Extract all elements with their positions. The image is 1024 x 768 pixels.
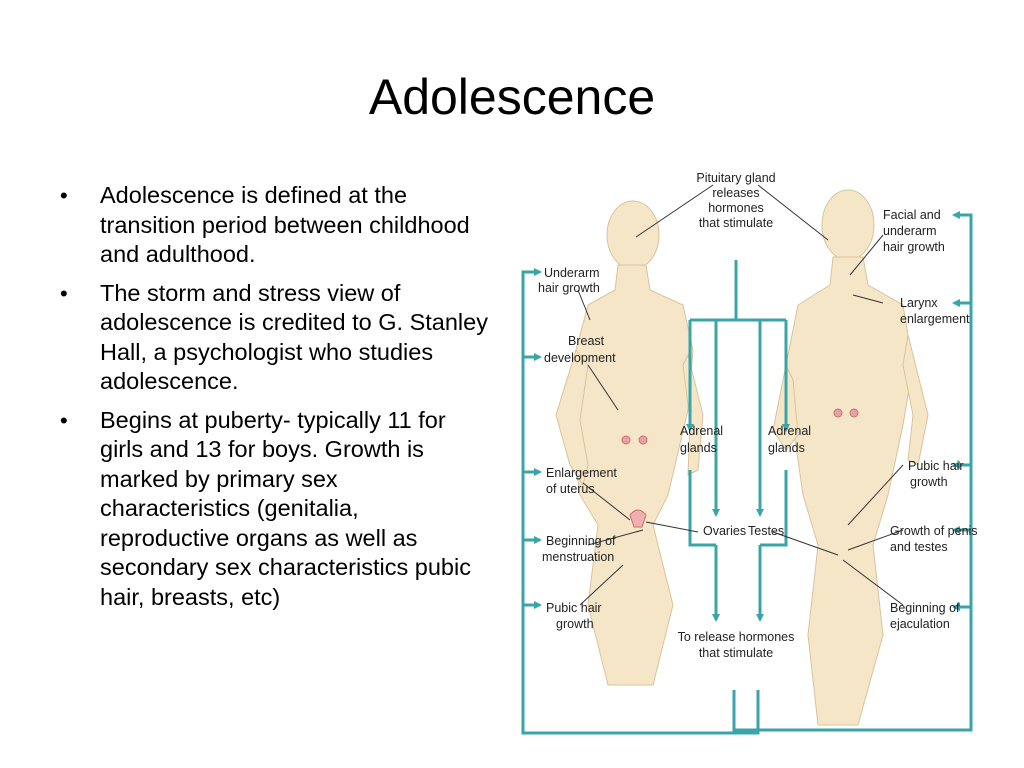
bullet-text: Begins at puberty- typically 11 for girl… <box>100 406 471 610</box>
label-testes: Testes <box>748 524 784 538</box>
bullet-item: • Begins at puberty- typically 11 for gir… <box>58 406 488 613</box>
label-underarm-hair: Underarm <box>544 266 600 280</box>
bullet-icon: • <box>60 280 68 306</box>
leader-lines <box>577 184 904 606</box>
male-figure <box>772 189 929 726</box>
bullet-text: Adolescence is defined at the transition… <box>100 182 470 267</box>
label-pubic-hair-female: Pubic hair <box>546 601 602 615</box>
svg-text:growth: growth <box>556 617 594 631</box>
label-adrenal-left: Adrenal <box>680 424 723 438</box>
label-facial-hair: Facial and <box>883 208 941 222</box>
label-ovaries: Ovaries <box>703 524 746 538</box>
female-figure <box>555 200 704 686</box>
label-pituitary: Pituitary gland <box>696 171 775 185</box>
label-uterus: Enlargement <box>546 466 617 480</box>
label-menstruation: Beginning of <box>546 534 616 548</box>
label-release: To release hormones <box>678 630 795 644</box>
svg-text:glands: glands <box>680 441 717 455</box>
bullet-item: • The storm and stress view of adolescenc… <box>58 279 488 397</box>
svg-text:glands: glands <box>768 441 805 455</box>
bullet-text: The storm and stress view of adolescence… <box>100 279 488 395</box>
svg-text:underarm: underarm <box>883 224 937 238</box>
label-larynx: Larynx <box>900 296 938 310</box>
slide-title: Adolescence <box>368 69 656 125</box>
svg-text:hair growth: hair growth <box>538 281 600 295</box>
puberty-diagram: Pituitary gland releases hormones that s… <box>518 165 978 740</box>
svg-text:releases: releases <box>712 186 759 200</box>
label-breast: Breast <box>568 334 605 348</box>
svg-text:hormones: hormones <box>708 201 764 215</box>
svg-text:hair growth: hair growth <box>883 240 945 254</box>
bullet-item: • Adolescence is defined at the transitio… <box>58 181 488 270</box>
svg-text:and testes: and testes <box>890 540 948 554</box>
bullet-icon: • <box>60 407 68 433</box>
svg-text:of uterus: of uterus <box>546 482 595 496</box>
svg-text:enlargement: enlargement <box>900 312 970 326</box>
label-penis-testes: Growth of penis <box>890 524 978 538</box>
hormone-pathways <box>521 211 973 735</box>
diagram-labels: Pituitary gland releases hormones that s… <box>538 171 978 660</box>
svg-text:that stimulate: that stimulate <box>699 216 773 230</box>
label-adrenal-right: Adrenal <box>768 424 811 438</box>
svg-text:ejaculation: ejaculation <box>890 617 950 631</box>
bullet-icon: • <box>60 183 68 208</box>
svg-text:growth: growth <box>910 475 948 489</box>
svg-text:that stimulate: that stimulate <box>699 646 773 660</box>
label-ejaculation: Beginning of <box>890 601 960 615</box>
svg-text:menstruation: menstruation <box>542 550 614 564</box>
bullet-list: • Adolescence is defined at the transitio… <box>58 181 488 621</box>
label-pubic-hair-male: Pubic hair <box>908 459 964 473</box>
svg-text:development: development <box>544 351 616 365</box>
